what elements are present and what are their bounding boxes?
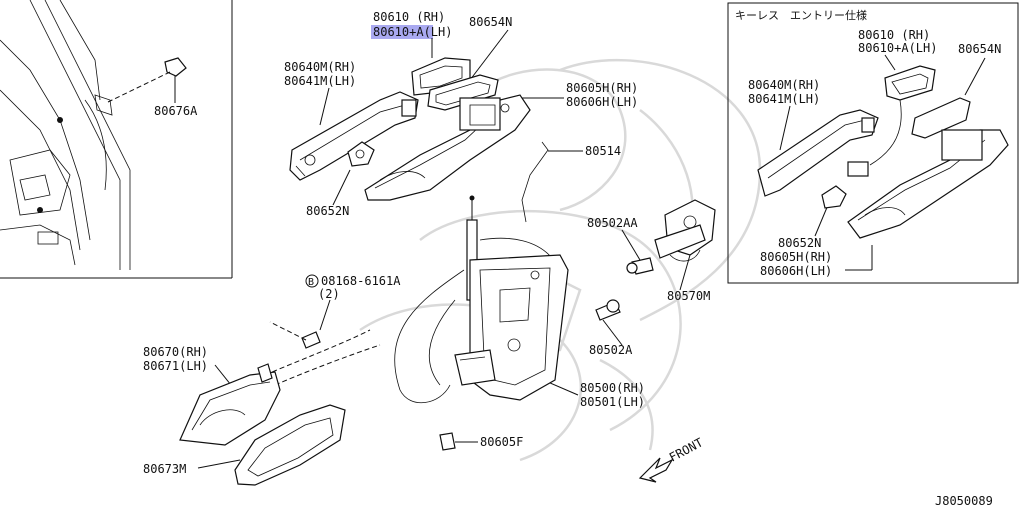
label-80641M-lh: 80641M(LH) [284, 74, 356, 88]
part-80640M-outside-handle [289, 91, 419, 181]
inset-label-80654N: 80654N [958, 42, 1001, 56]
front-label: FRONT [667, 435, 705, 464]
label-80610A-lh: 80610+A(LH) [373, 25, 452, 39]
front-arrow-icon [638, 457, 674, 483]
part-80502A-bolt [595, 299, 621, 321]
label-qty-2: (2) [318, 287, 340, 301]
label-80671-lh: 80671(LH) [143, 359, 208, 373]
label-80605F: 80605F [480, 435, 523, 449]
inset-label-80605H-rh: 80605H(RH) [760, 250, 832, 264]
part-80673M-escutcheon [234, 404, 346, 486]
highlight-80610A [371, 25, 433, 39]
label-80640M-rh: 80640M(RH) [284, 60, 356, 74]
bolt-symbol: B [308, 277, 314, 288]
inset-leader-lines [779, 54, 986, 271]
inset-label-80641M-lh: 80641M(LH) [748, 92, 820, 106]
label-80606H-lh: 80606H(LH) [566, 95, 638, 109]
inset-label-80640M-rh: 80640M(RH) [748, 78, 820, 92]
part-08168-6161A-bolt [269, 321, 321, 349]
bolt-symbol-circle [305, 274, 319, 288]
label-80501-lh: 80501(LH) [580, 395, 645, 409]
label-80670-rh: 80670(RH) [143, 345, 208, 359]
part-80605F-clip [439, 432, 456, 451]
label-80676A: 80676A [154, 104, 198, 118]
label-80502AA: 80502AA [587, 216, 638, 230]
part-80605H-handle-frame [364, 94, 531, 201]
label-80673M: 80673M [143, 462, 186, 476]
label-80605H-rh: 80605H(RH) [566, 81, 638, 95]
door-inset-frame [0, 0, 233, 279]
part-80676A-clip-drawing [107, 57, 187, 103]
label-08168-6161A: 08168-6161A [321, 274, 401, 288]
label-80610-rh: 80610 (RH) [373, 10, 445, 24]
part-80570M-striker [654, 199, 716, 262]
inset-label-80610-rh: 80610 (RH) [858, 28, 930, 42]
inset-part-80610-handle [884, 65, 936, 101]
label-80514: 80514 [585, 144, 621, 158]
label-80502A: 80502A [589, 343, 633, 357]
label-80570M: 80570M [667, 289, 710, 303]
diagram-id: J8050089 [935, 494, 993, 508]
label-80654N: 80654N [469, 15, 512, 29]
inset-label-80610A-lh: 80610+A(LH) [858, 41, 937, 55]
keyless-inset-frame [727, 2, 1019, 284]
inset-label-80652N: 80652N [778, 236, 821, 250]
part-80500-door-lock [454, 254, 569, 401]
inset-part-80605H-frame [847, 129, 1009, 239]
inset-title: キーレス エントリー仕様 [735, 8, 867, 22]
inset-part-80652N-bracket [821, 185, 847, 209]
label-80500-rh: 80500(RH) [580, 381, 645, 395]
part-80514-rod [521, 141, 549, 223]
inset-part-80654N-gasket [911, 97, 971, 139]
part-80670-inside-handle [179, 363, 281, 446]
part-80654N-gasket [427, 74, 499, 111]
label-80652N: 80652N [306, 204, 349, 218]
part-80652N-bracket [347, 141, 375, 167]
door-panel-drawing [0, 0, 131, 270]
part-80502AA-screw [626, 257, 654, 275]
inset-label-80606H-lh: 80606H(LH) [760, 264, 832, 278]
inset-part-80640M-handle [757, 99, 902, 197]
